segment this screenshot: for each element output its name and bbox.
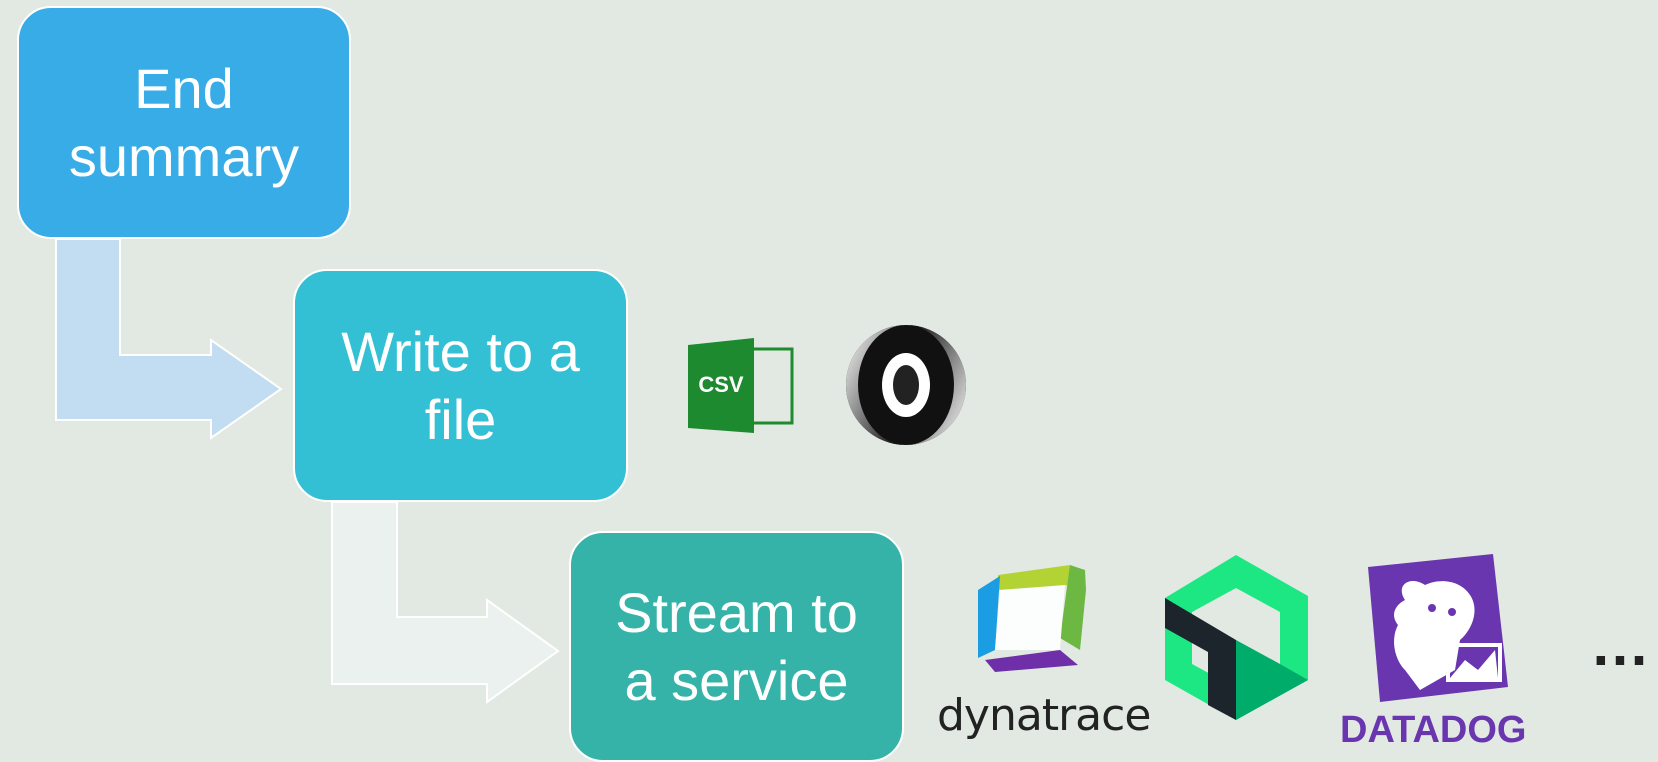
datadog-wordmark: DATADOG xyxy=(1340,709,1527,751)
dynatrace-wordmark: dynatrace xyxy=(937,690,1151,741)
step-label-line2: a service xyxy=(624,648,849,712)
step-label-line1: Write to a xyxy=(341,319,580,383)
step-label-line2: file xyxy=(424,387,497,451)
step-end-summary: End summary xyxy=(17,6,351,239)
arrow-summary-to-file xyxy=(55,238,283,440)
step-label-line1: End xyxy=(134,56,234,120)
more-ellipsis: … xyxy=(1590,611,1652,678)
step-write-to-file: Write to a file xyxy=(293,269,628,502)
step-stream-to-service: Stream to a service xyxy=(569,531,904,762)
step-label-line2: summary xyxy=(68,124,300,188)
arrow-file-to-service xyxy=(331,501,560,704)
step-label-line1: Stream to xyxy=(615,580,858,644)
